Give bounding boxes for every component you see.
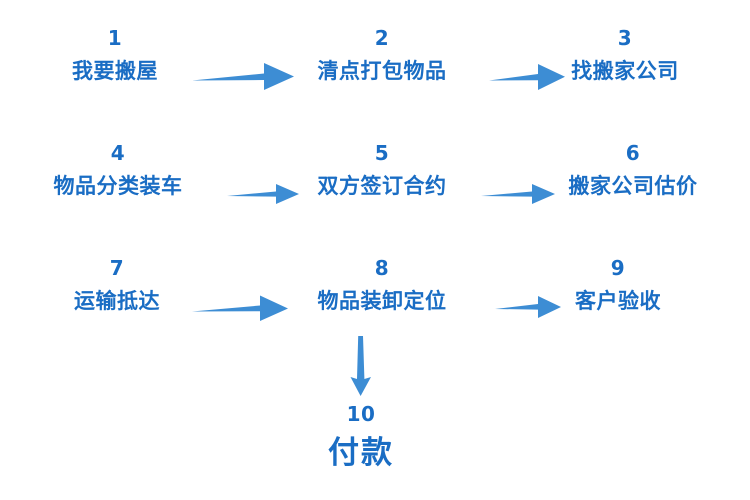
arrow-4-to-5-icon bbox=[226, 182, 300, 206]
flow-step-8[interactable]: 8 物品装卸定位 bbox=[318, 258, 447, 312]
arrow-2-to-3-icon bbox=[488, 62, 566, 92]
arrow-7-to-8-icon bbox=[190, 293, 290, 323]
step-number: 9 bbox=[610, 256, 626, 280]
step-number: 6 bbox=[625, 141, 641, 165]
step-number: 7 bbox=[109, 256, 125, 280]
step-label: 双方签订合约 bbox=[317, 174, 447, 198]
step-label: 付款 bbox=[328, 435, 394, 471]
step-number: 1 bbox=[107, 26, 123, 50]
step-number: 3 bbox=[617, 26, 633, 50]
step-number: 4 bbox=[110, 141, 126, 165]
step-label: 运输抵达 bbox=[74, 289, 160, 313]
flow-step-7[interactable]: 7 运输抵达 bbox=[74, 258, 160, 312]
step-label: 找搬家公司 bbox=[571, 59, 679, 83]
flow-step-2[interactable]: 2 清点打包物品 bbox=[318, 28, 447, 82]
arrow-8-to-10-icon bbox=[344, 335, 378, 397]
flow-step-4[interactable]: 4 物品分类装车 bbox=[54, 143, 183, 197]
step-label: 搬家公司估价 bbox=[568, 174, 698, 198]
step-label: 物品装卸定位 bbox=[317, 289, 447, 313]
flow-step-1[interactable]: 1 我要搬屋 bbox=[72, 28, 158, 82]
step-number: 10 bbox=[346, 402, 376, 426]
step-number: 8 bbox=[374, 256, 390, 280]
step-number: 5 bbox=[374, 141, 390, 165]
flow-step-10[interactable]: 10 付款 bbox=[328, 404, 394, 469]
step-number: 2 bbox=[374, 26, 390, 50]
step-label: 物品分类装车 bbox=[53, 174, 183, 198]
arrow-1-to-2-icon bbox=[190, 60, 296, 92]
step-label: 清点打包物品 bbox=[317, 59, 447, 83]
flow-step-6[interactable]: 6 搬家公司估价 bbox=[569, 143, 698, 197]
arrow-8-to-9-icon bbox=[494, 294, 562, 320]
arrow-5-to-6-icon bbox=[480, 182, 556, 206]
flow-step-5[interactable]: 5 双方签订合约 bbox=[318, 143, 447, 197]
flow-step-9[interactable]: 9 客户验收 bbox=[575, 258, 661, 312]
step-label: 客户验收 bbox=[575, 289, 661, 313]
step-label: 我要搬屋 bbox=[72, 59, 158, 83]
flow-step-3[interactable]: 3 找搬家公司 bbox=[571, 28, 679, 82]
